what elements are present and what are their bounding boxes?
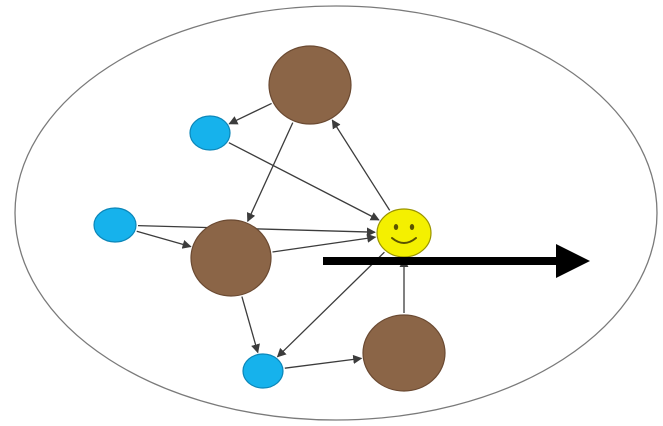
smiley-right-eye (409, 224, 415, 230)
movement-arrow (323, 244, 590, 278)
edge-small-top-to-agent (228, 142, 380, 221)
node-large-middle (190, 219, 272, 297)
edge-large-top-to-small-top (228, 102, 272, 125)
node-small-top (189, 115, 231, 151)
small-node-circle (189, 115, 231, 151)
smiley-left-eye (393, 224, 399, 230)
small-node-circle (93, 207, 137, 243)
edge-large-top-to-large-middle (246, 122, 294, 223)
nodes-layer (93, 45, 446, 392)
edge-small-bottom-to-large-bottom (284, 354, 363, 369)
edges-layer (136, 102, 409, 369)
node-small-bottom (242, 353, 284, 389)
node-agent (376, 208, 432, 258)
large-node-circle (268, 45, 352, 125)
smiley-mouth (391, 237, 417, 244)
node-large-bottom (362, 314, 446, 392)
large-node-circle (190, 219, 272, 297)
node-small-left (93, 207, 137, 243)
node-large-top (268, 45, 352, 125)
movement-arrow-head (556, 244, 590, 278)
edge-large-middle-to-agent (272, 233, 377, 253)
edge-agent-to-small-bottom (276, 251, 385, 358)
edge-small-left-to-large-middle (136, 230, 192, 249)
edge-agent-to-large-top (331, 119, 391, 211)
agent-node-circle (376, 208, 432, 258)
edge-large-middle-to-small-bottom (241, 296, 260, 354)
system-boundary-ellipse (14, 5, 658, 421)
smiley-face-icon (391, 224, 417, 244)
small-node-circle (242, 353, 284, 389)
large-node-circle (362, 314, 446, 392)
